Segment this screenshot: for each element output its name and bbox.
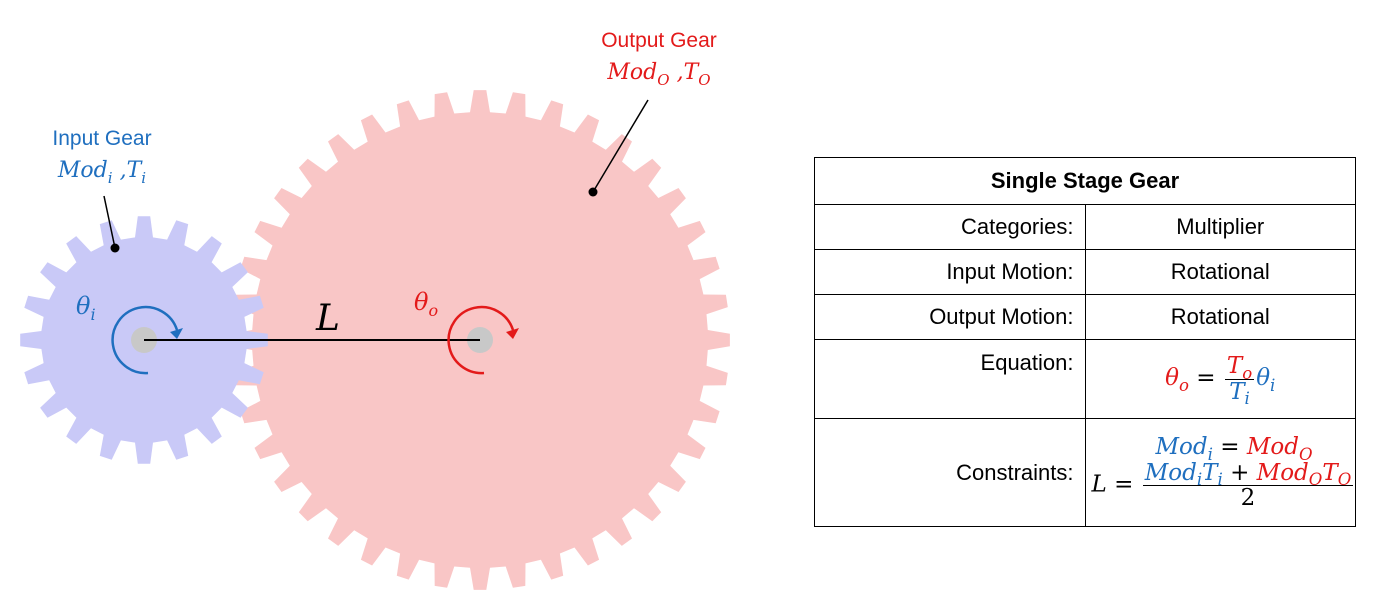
output-gear-title: Output Gear xyxy=(601,29,717,52)
input-gear-title: Input Gear xyxy=(52,127,151,150)
table-row: Constraints: Modi = ModO L = ModiTi + Mo… xyxy=(814,418,1356,527)
output-leader-dot xyxy=(588,187,598,197)
constraint-center-distance: L = ModiTi + ModOTO 2 xyxy=(1091,459,1354,511)
row-key-equation: Equation: xyxy=(814,339,1086,419)
distance-label: L xyxy=(315,298,340,339)
input-angle-label: θi xyxy=(76,292,96,324)
output-rotation-arrowhead xyxy=(506,328,519,339)
equation-cell: θo = To Ti θi xyxy=(1084,339,1356,419)
row-key-output-motion: Output Motion: xyxy=(814,294,1086,340)
output-gear-params: ModO ,TO xyxy=(606,60,710,89)
output-rotation-arrow xyxy=(447,305,515,375)
table-header-row: Single Stage Gear xyxy=(814,157,1356,205)
row-key-categories: Categories: xyxy=(814,204,1086,250)
row-key-constraints: Constraints: xyxy=(814,418,1086,527)
gear-spec-table: Single Stage Gear Categories: Multiplier… xyxy=(814,157,1356,527)
row-value-categories: Multiplier xyxy=(1084,204,1356,250)
input-rotation-arrowhead xyxy=(170,328,183,339)
equation: θo = To Ti θi xyxy=(1165,353,1276,409)
constraints-cell: Modi = ModO L = ModiTi + ModOTO 2 xyxy=(1084,418,1356,527)
output-angle-label: θo xyxy=(414,288,438,320)
row-value-input-motion: Rotational xyxy=(1084,249,1356,295)
table-row: Output Motion: Rotational xyxy=(814,294,1356,340)
row-value-output-motion: Rotational xyxy=(1084,294,1356,340)
row-key-input-motion: Input Motion: xyxy=(814,249,1086,295)
table-row: Equation: θo = To Ti θi xyxy=(814,339,1356,419)
input-gear-params: Modi ,Ti xyxy=(57,158,146,187)
output-leader-line xyxy=(592,99,649,193)
input-leader-dot xyxy=(110,243,120,253)
input-rotation-arrow xyxy=(111,305,179,375)
table-title: Single Stage Gear xyxy=(814,157,1356,205)
table-row: Input Motion: Rotational xyxy=(814,249,1356,295)
table-row: Categories: Multiplier xyxy=(814,204,1356,250)
constraint-module-equality: Modi = ModO xyxy=(1155,434,1313,464)
input-leader-line xyxy=(103,195,116,249)
gear-diagram: L θi θo Input Gear Modi ,Ti Output Gear … xyxy=(20,29,730,590)
